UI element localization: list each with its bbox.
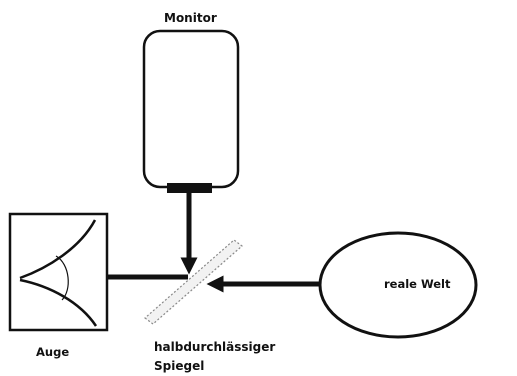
eye-label: Auge (36, 345, 70, 359)
eye (8, 212, 109, 332)
eye-lower-lid (19, 278, 98, 327)
real-world-label: reale Welt (384, 277, 451, 291)
monitor (142, 29, 240, 193)
eye-upper-lid (19, 219, 97, 280)
half-transparent-mirror (144, 239, 243, 325)
monitor-screen (142, 29, 240, 189)
eye-cornea (55, 255, 69, 301)
mirror-label: halbdurchlässiger Spiegel (154, 340, 276, 373)
eye-frame (8, 212, 109, 332)
monitor-base (167, 183, 212, 193)
monitor-label: Monitor (164, 11, 217, 25)
